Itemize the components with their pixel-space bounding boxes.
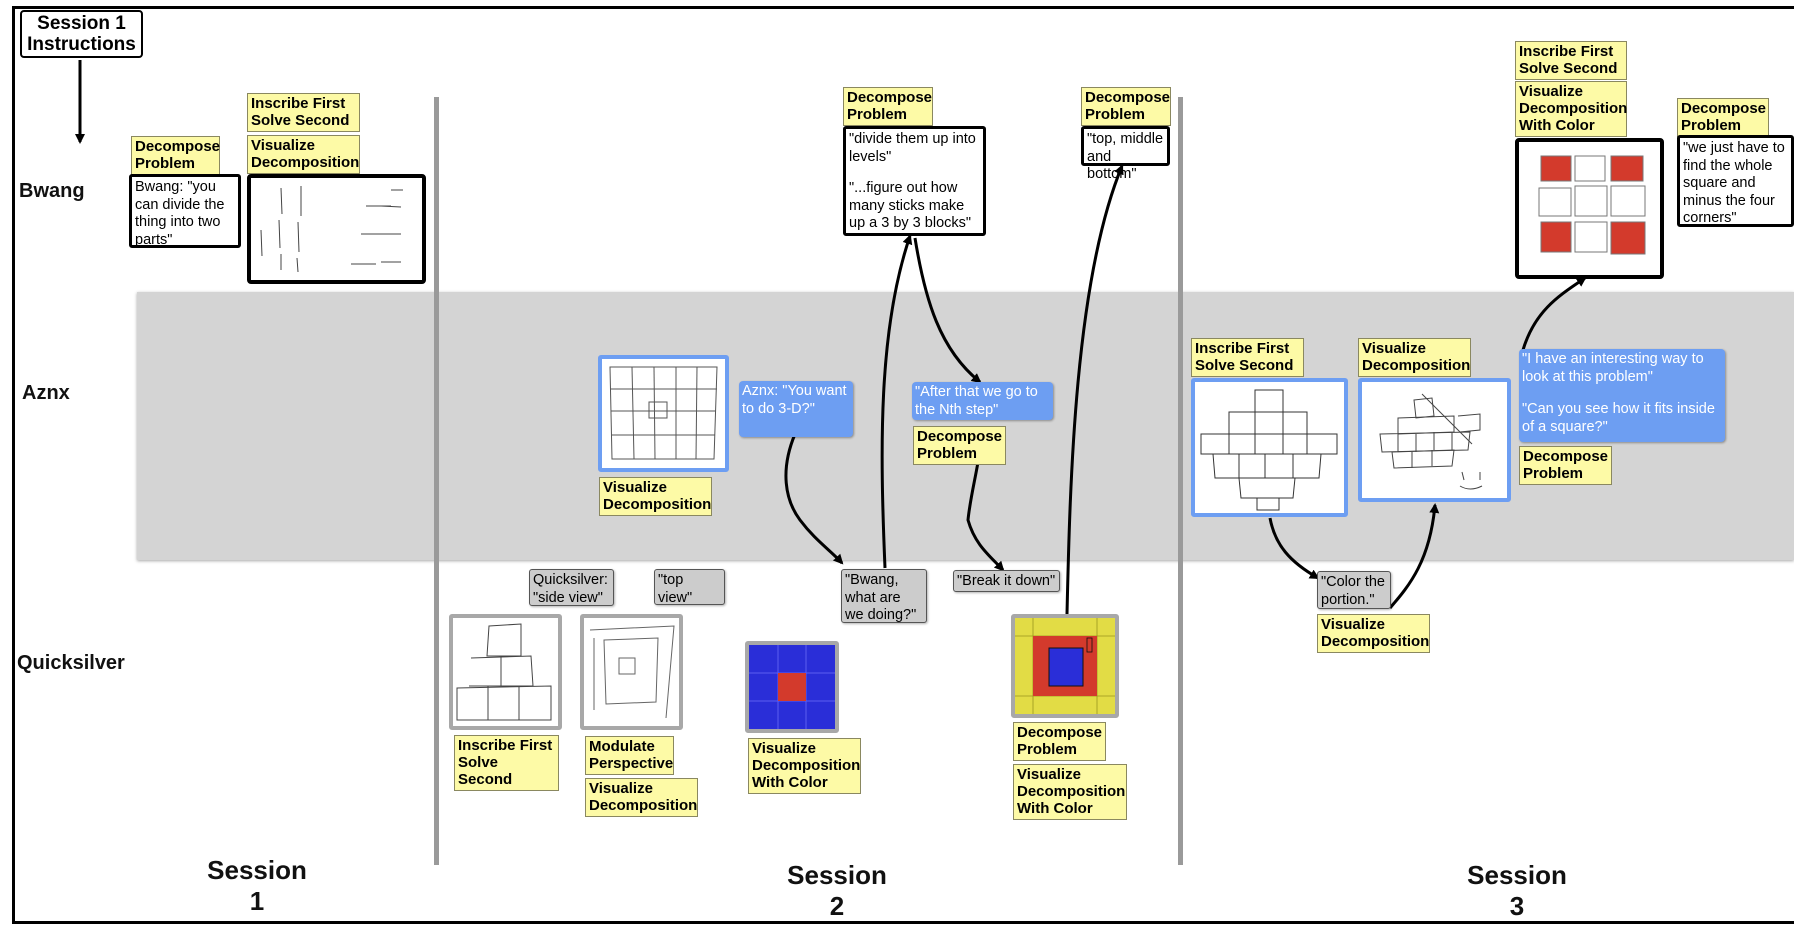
aznx-plus-shape-sketch [1191, 378, 1348, 517]
quicksilver-side-view-sketch [449, 614, 562, 730]
quote-aznx-fits-square: "Can you see how it fits inside of a squ… [1522, 401, 1715, 435]
quote-bwang-levels: "divide them up into levels" "...figure … [843, 126, 986, 236]
tag-visualize-decomposition-color: Visualize Decomposition With Color [1515, 81, 1627, 137]
nine-square-fill [1538, 155, 1646, 255]
side-view-lines [456, 623, 552, 721]
quote-aznx-3d: Aznx: "You want to do 3-D?" [739, 381, 853, 437]
aznx-grid-sketch [598, 355, 729, 472]
top-view-lines [589, 625, 675, 719]
session-1-instructions: Session 1 Instructions [20, 10, 143, 58]
tag-inscribe-first: Inscribe First Solve Second [1191, 338, 1304, 377]
bwang-nine-square-grid [1515, 138, 1664, 279]
quote-aznx-interesting: "I have an interesting way to look at th… [1522, 351, 1704, 385]
nested-squares-fill [1015, 618, 1115, 714]
tag-visualize-decomposition-color: Visualize Decomposition With Color [1013, 764, 1127, 820]
quicksilver-yellow-red-blue-square [1011, 614, 1119, 718]
tag-decompose-problem: Decompose Problem [1519, 446, 1612, 485]
tag-decompose-problem: Decompose Problem [1081, 87, 1171, 126]
quote-aznx-interesting-way: "I have an interesting way to look at th… [1519, 349, 1725, 442]
tag-inscribe-first: Inscribe First Solve Second [1515, 41, 1627, 80]
row-label-bwang: Bwang [19, 180, 85, 202]
diagram-frame [12, 6, 1794, 924]
sketch-lines [260, 186, 403, 273]
quote-quicksilver-bwang-question: "Bwang, what are we doing?" [841, 569, 927, 623]
session-2-3-divider [1178, 97, 1183, 865]
session-3-label: Session 3 [1467, 860, 1567, 921]
quote-bwang-sticks: "...figure out how many sticks make up a… [849, 180, 972, 231]
tag-decompose-problem: Decompose Problem [1677, 98, 1769, 137]
tag-decompose-problem: Decompose Problem [1013, 722, 1106, 761]
tag-inscribe-first: Inscribe First Solve Second [454, 735, 559, 791]
blue-red-square-fill [749, 645, 835, 729]
quote-bwang-divide: Bwang: "you can divide the thing into tw… [129, 174, 241, 248]
quicksilver-top-view-sketch [580, 614, 683, 730]
session-1-2-divider [434, 97, 439, 865]
tag-visualize-decomposition: Visualize Decomposition [1317, 614, 1430, 653]
tag-visualize-decomposition-color: Visualize Decomposition With Color [748, 738, 861, 794]
quote-bwang-whole-square: "we just have to find the whole square a… [1677, 135, 1794, 227]
quicksilver-blue-red-square [745, 641, 839, 733]
tag-visualize-decomposition: Visualize Decomposition [585, 778, 698, 817]
tag-visualize-decomposition: Visualize Decomposition [599, 477, 712, 516]
quote-quicksilver-break-down: "Break it down" [953, 570, 1060, 592]
session-2-label: Session 2 [787, 860, 887, 921]
tag-visualize-decomposition: Visualize Decomposition [1358, 338, 1471, 377]
bwang-sticks-sketch [247, 174, 426, 284]
plus-shape-lines [1200, 389, 1338, 511]
grid-lines [609, 366, 718, 460]
quote-bwang-levels-line1: "divide them up into levels" [849, 131, 976, 165]
tag-decompose-problem: Decompose Problem [843, 87, 933, 126]
quote-quicksilver-side-view: Quicksilver: "side view" [529, 569, 614, 606]
aznx-partial-grid-sketch [1358, 378, 1511, 502]
quote-quicksilver-top-view: "top view" [654, 569, 725, 606]
tag-decompose-problem: Decompose Problem [913, 426, 1006, 465]
tag-modulate-perspective: Modulate Perspective [585, 736, 674, 775]
quote-quicksilver-color-portion: "Color the portion." [1317, 571, 1391, 609]
tag-inscribe-first: Inscribe First Solve Second [247, 93, 360, 132]
quote-bwang-top-middle-bottom: "top, middle and bottom" [1081, 126, 1170, 182]
row-label-quicksilver: Quicksilver [17, 652, 125, 674]
tag-decompose-problem: Decompose Problem [131, 136, 220, 175]
tag-visualize-decomposition: Visualize Decomposition [247, 135, 360, 174]
session-1-label: Session 1 [207, 855, 307, 916]
row-label-aznx: Aznx [22, 382, 70, 404]
quote-aznx-nth-step: "After that we go to the Nth step" [912, 382, 1053, 420]
partial-grid-lines [1379, 393, 1483, 490]
